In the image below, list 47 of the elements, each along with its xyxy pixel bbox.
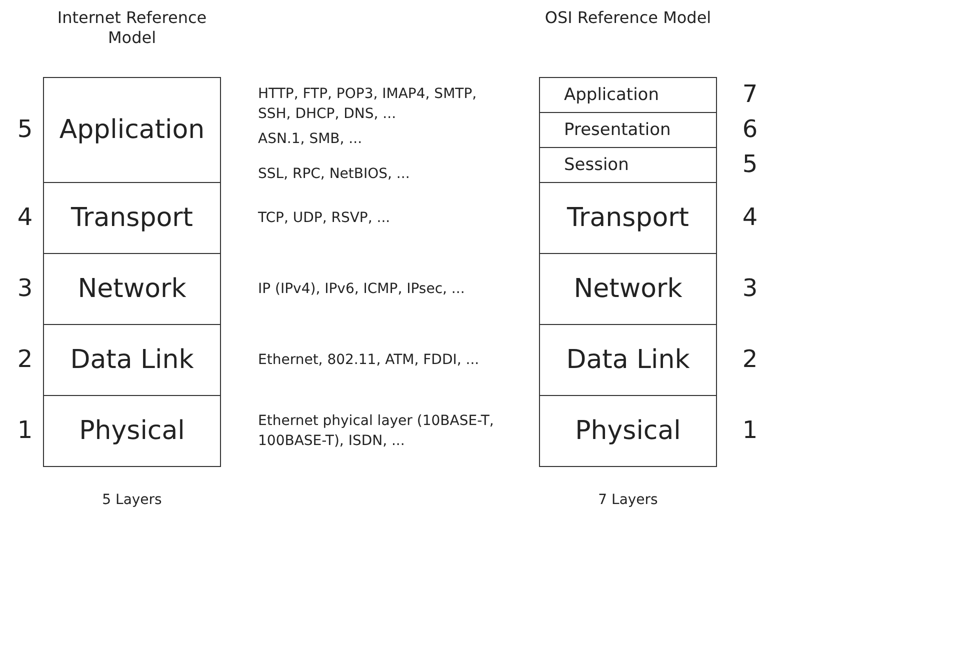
- layer-box: [539, 147, 717, 183]
- layer-name: Data Link: [70, 345, 194, 375]
- layer-number: 3: [741, 274, 759, 302]
- protocol-list: Ethernet phyical layer (10BASE-T, 100BASE-T), ISDN, ...: [258, 411, 508, 451]
- layer-name: Application: [564, 85, 659, 105]
- layer-box: [43, 182, 221, 254]
- layer-number: 5: [741, 150, 759, 178]
- layer-name: Network: [78, 274, 186, 304]
- layer-box: [43, 395, 221, 467]
- layer-box: [539, 395, 717, 467]
- layer-count: 5 Layers: [101, 491, 163, 510]
- layer-name: Session: [564, 155, 629, 175]
- layer-number: 4: [16, 203, 34, 231]
- layer-number: 2: [741, 345, 759, 373]
- protocol-list: SSL, RPC, NetBIOS, ...: [258, 164, 498, 184]
- layer-box: [43, 77, 221, 183]
- layer-number: 2: [16, 345, 34, 373]
- layer-box: [539, 77, 717, 113]
- layer-name: Network: [574, 274, 682, 304]
- layer-number: 5: [16, 115, 34, 143]
- layer-number: 4: [741, 203, 759, 231]
- layer-name: Application: [59, 115, 205, 145]
- layer-box: [539, 182, 717, 254]
- layer-number: 1: [16, 416, 34, 444]
- layer-box: [539, 253, 717, 325]
- protocol-list: Ethernet, 802.11, ATM, FDDI, ...: [258, 350, 518, 370]
- protocol-list: HTTP, FTP, POP3, IMAP4, SMTP, SSH, DHCP, DNS, ...: [258, 84, 498, 124]
- layer-box: [539, 324, 717, 396]
- layer-name: Data Link: [566, 345, 690, 375]
- layer-number: 7: [741, 80, 759, 108]
- layer-name: Physical: [79, 416, 185, 446]
- layer-box: [43, 324, 221, 396]
- protocol-list: ASN.1, SMB, ...: [258, 129, 498, 149]
- layer-name: Transport: [566, 203, 689, 233]
- model-heading: OSI Reference Model: [544, 8, 712, 28]
- model-heading: Internet Reference Model: [56, 8, 208, 48]
- protocol-list: IP (IPv4), IPv6, ICMP, IPsec, ...: [258, 279, 518, 299]
- layer-number: 3: [16, 274, 34, 302]
- protocol-list: TCP, UDP, RSVP, ...: [258, 208, 498, 228]
- layer-count: 7 Layers: [597, 491, 659, 510]
- layer-box: [539, 112, 717, 148]
- layer-name: Presentation: [564, 120, 671, 140]
- layer-number: 6: [741, 115, 759, 143]
- layer-number: 1: [741, 416, 759, 444]
- layer-name: Physical: [575, 416, 681, 446]
- layer-name: Transport: [70, 203, 193, 233]
- layer-box: [43, 253, 221, 325]
